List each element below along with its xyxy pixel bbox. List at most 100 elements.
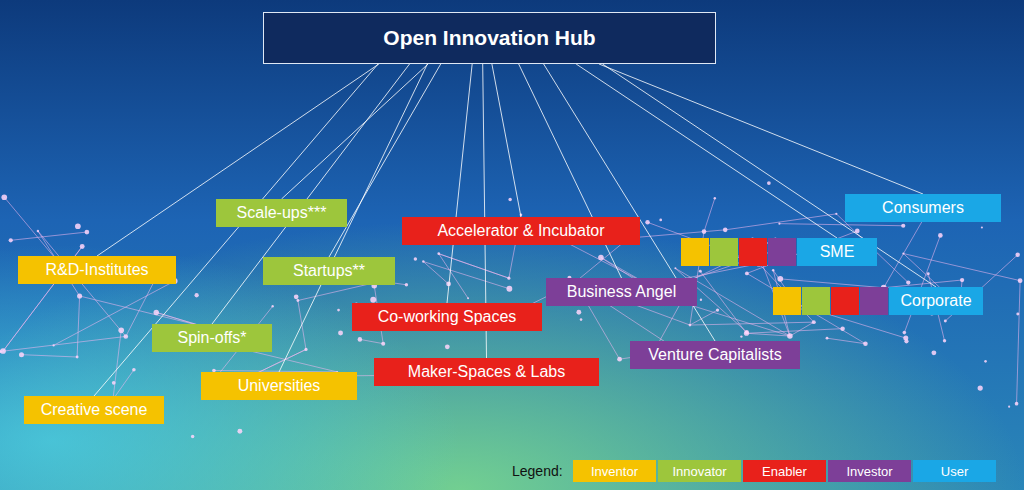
connector-line <box>282 64 429 199</box>
mesh-dot <box>1016 312 1019 315</box>
mesh-line <box>439 254 509 278</box>
mesh-dot <box>576 310 581 315</box>
mesh-dot <box>80 244 85 249</box>
legend-heading: Legend: <box>512 463 563 479</box>
mesh-dot <box>123 334 128 339</box>
mesh-line <box>113 370 134 400</box>
mesh-dot <box>0 348 6 354</box>
mesh-dot <box>445 344 450 349</box>
user-box: SME <box>797 238 877 266</box>
inventor-box: R&D-Institutes <box>18 256 176 284</box>
mesh-dot <box>337 309 340 312</box>
mesh-dot <box>674 267 676 269</box>
mesh-line <box>746 329 842 334</box>
legend-swatch: Innovator <box>658 460 741 482</box>
mesh-dot <box>1 194 7 200</box>
mesh-dot <box>414 257 417 260</box>
mesh-dot <box>296 299 299 302</box>
node-label: Scale-ups*** <box>237 204 327 222</box>
node-label: Creative scene <box>41 401 148 419</box>
node-label: Open Innovation Hub <box>383 26 595 50</box>
mesh-dot <box>75 223 81 229</box>
connector-line <box>447 64 472 303</box>
mesh-dot <box>960 278 964 282</box>
mesh-line <box>0 336 126 351</box>
user-box: Consumers <box>845 194 1001 222</box>
legend-text: User <box>941 464 968 479</box>
mesh-line <box>790 322 814 336</box>
mesh-dot <box>194 293 198 297</box>
connector-line <box>212 64 410 324</box>
mesh-dot <box>812 320 816 324</box>
node-label: R&D-Institutes <box>45 261 148 279</box>
mesh-dot <box>767 181 771 185</box>
mesh-dot <box>931 350 936 355</box>
innovator-box: Startups** <box>263 257 395 285</box>
role-square <box>802 287 830 315</box>
mesh-dot <box>507 277 510 280</box>
connector-line <box>519 64 622 278</box>
mesh-dot <box>903 331 907 335</box>
mesh-dot <box>76 356 79 359</box>
mesh-dot <box>1015 402 1019 406</box>
mesh-dot <box>777 276 783 282</box>
mesh-dot <box>19 352 24 357</box>
mesh-dot <box>338 330 343 335</box>
mesh-dot <box>617 357 622 362</box>
mesh-dot <box>689 324 692 327</box>
mesh-line <box>700 271 746 333</box>
investor-box: Venture Capitalists <box>630 341 800 369</box>
mesh-dot <box>37 230 39 232</box>
legend-swatch: Inventor <box>573 460 656 482</box>
mesh-line <box>423 262 448 284</box>
inventor-box: Creative scene <box>24 396 164 424</box>
mesh-dot <box>981 226 983 228</box>
mesh-dot <box>772 269 774 271</box>
role-square <box>768 238 796 266</box>
mesh-dot <box>840 326 844 330</box>
innovator-box: Spin-offs* <box>152 324 272 352</box>
mesh-dot <box>506 286 512 292</box>
hub-box: Open Innovation Hub <box>263 12 716 64</box>
enabler-box: Co-working Spaces <box>352 303 542 331</box>
legend-text: Investor <box>846 464 892 479</box>
mesh-line <box>249 351 337 372</box>
mesh-dot <box>902 252 904 254</box>
connector-line <box>576 64 837 238</box>
mesh-dot <box>714 197 716 199</box>
role-square <box>773 287 801 315</box>
role-square <box>710 238 738 266</box>
mesh-dot <box>271 305 273 307</box>
mesh-line <box>439 254 468 299</box>
mesh-dot <box>118 327 124 333</box>
mesh-dot <box>745 271 749 275</box>
mesh-line <box>704 198 715 231</box>
node-label: Venture Capitalists <box>648 346 781 364</box>
enabler-box: Maker-Spaces & Labs <box>374 358 599 386</box>
mesh-line <box>423 262 509 289</box>
node-label: Co-working Spaces <box>378 308 517 326</box>
connector-line <box>544 64 715 341</box>
mesh-dot <box>826 337 829 340</box>
innovator-box: Scale-ups*** <box>216 199 347 227</box>
mesh-line <box>746 333 789 336</box>
mesh-dot <box>778 223 780 225</box>
mesh-dot <box>112 381 116 385</box>
role-square <box>681 238 709 266</box>
mesh-dot <box>723 228 728 233</box>
mesh-dot <box>85 230 90 235</box>
mesh-dot <box>52 344 54 346</box>
mesh-dot <box>927 272 930 275</box>
mesh-dot <box>508 198 511 201</box>
role-square <box>831 287 859 315</box>
mesh-line <box>629 230 725 238</box>
enabler-box: Accelerator & Incubator <box>402 217 640 245</box>
mesh-dot <box>863 341 868 346</box>
mesh-dot <box>358 337 363 342</box>
connector-line <box>603 64 936 287</box>
connector-line <box>599 64 923 194</box>
mesh-dot <box>304 348 307 351</box>
